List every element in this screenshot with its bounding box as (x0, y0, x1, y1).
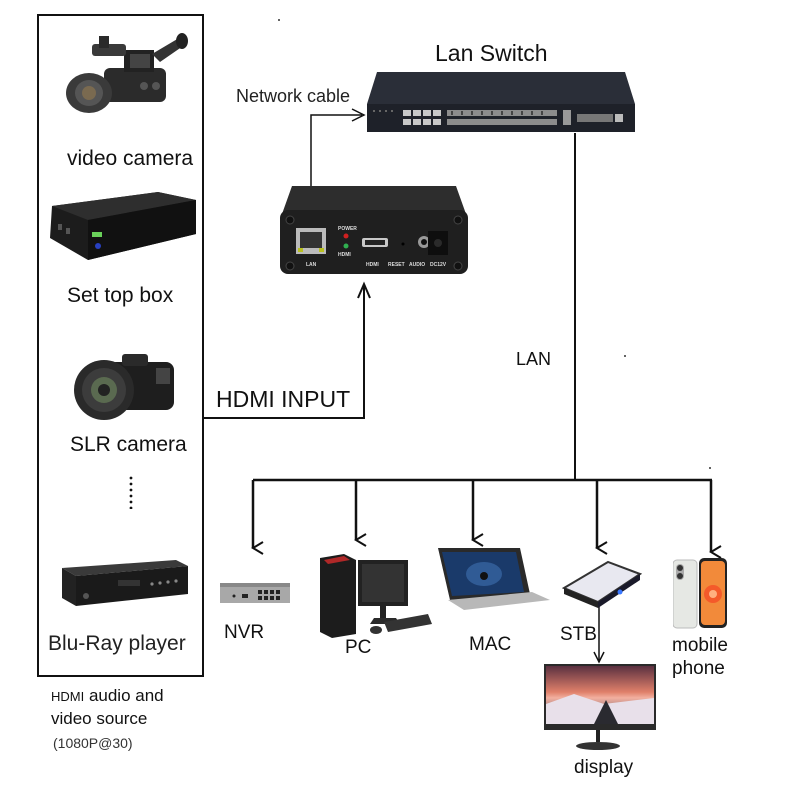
source-label-slr-camera: SLR camera (70, 433, 187, 456)
source-label-set-top-box: Set top box (67, 284, 174, 307)
caption-hdmi: HDMI (51, 689, 85, 704)
lan-switch-label: Lan Switch (435, 40, 548, 66)
destination-label-pc: PC (345, 637, 372, 658)
set-top-box-icon (50, 192, 196, 260)
destination-label-mobile-line2: phone (672, 658, 725, 679)
hdmi-input-arrowhead (357, 281, 371, 299)
display-monitor-icon (544, 664, 656, 750)
encoder-led-power: POWER (338, 226, 357, 232)
encoder-port-dc12v: DC12V (430, 262, 447, 268)
destination-label-mac: MAC (469, 634, 512, 655)
stb-to-display-arrowhead (593, 651, 605, 664)
slr-camera-icon (74, 354, 174, 420)
lan-switch-icon (367, 72, 635, 132)
source-caption-line1: HDMI audio and (51, 686, 164, 706)
destination-label-display: display (574, 757, 634, 778)
mobile-phone-icon (673, 558, 727, 629)
blu-ray-player-icon (62, 560, 188, 606)
video-camera-icon (66, 33, 188, 113)
mac-laptop-icon (438, 548, 550, 610)
encoder-led-hdmi: HDMI (338, 252, 351, 258)
lan-label: LAN (516, 349, 552, 369)
caption-line1-rest: audio and (84, 686, 164, 705)
stb-icon (562, 560, 642, 608)
destination-label-nvr: NVR (224, 622, 265, 643)
source-caption-line2: video source (51, 709, 148, 728)
source-caption-resolution: (1080P@30) (53, 735, 133, 751)
hdmi-encoder-icon: LAN POWER HDMI HDMI RESET AUDIO DC12V (280, 186, 468, 274)
destination-label-stb: STB (560, 624, 597, 645)
encoder-port-audio: AUDIO (409, 262, 425, 268)
encoder-port-hdmi: HDMI (366, 262, 379, 268)
hdmi-input-line (204, 285, 365, 419)
pc-icon (320, 554, 432, 638)
encoder-button-reset: RESET (388, 262, 405, 268)
network-cable-arrowhead (351, 108, 366, 122)
encoder-port-lan: LAN (306, 262, 317, 268)
destination-label-mobile-line1: mobile (672, 635, 728, 656)
network-cable-label: Network cable (236, 86, 351, 106)
hdmi-input-label: HDMI INPUT (216, 386, 351, 412)
source-label-blu-ray-player: Blu-Ray player (48, 632, 186, 655)
hdmi-source-group (37, 14, 204, 677)
more-sources-ellipsis (129, 476, 133, 509)
source-label-video-camera: video camera (67, 147, 194, 170)
nvr-icon (220, 583, 290, 603)
